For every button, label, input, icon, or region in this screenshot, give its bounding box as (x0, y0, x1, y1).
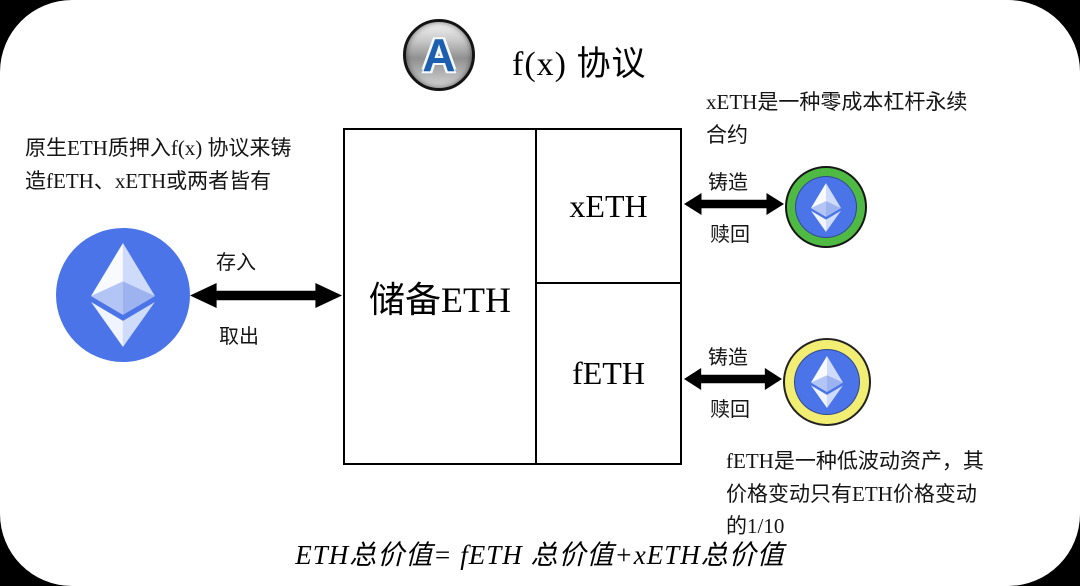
xeth-mint-redeem-arrow-icon (684, 193, 784, 215)
xeth-coin-inner (795, 176, 857, 238)
logo-letter: A (422, 29, 456, 81)
ethereum-icon (811, 182, 841, 232)
left-annotation: 原生ETH质押入f(x) 协议来铸 造fETH、xETH或两者皆有 (25, 136, 292, 193)
fx-protocol-logo-icon: A (403, 19, 475, 91)
deposit-withdraw-arrow-icon (190, 283, 342, 308)
xeth-mint-label: 铸造 (708, 172, 748, 194)
feth-cell: fETH (572, 355, 645, 391)
xeth-redeem-label: 赎回 (710, 224, 750, 246)
page-title: f(x) 协议 (512, 46, 647, 83)
withdraw-label: 取出 (219, 326, 259, 348)
xeth-annotation: xETH是一种零成本杠杆永续 合约 (706, 90, 968, 147)
feth-annotation: fETH是一种低波动资产，其 价格变动只有ETH价格变动 的1/10 (726, 449, 984, 539)
token-column: xETH fETH (537, 130, 680, 463)
value-formula: ETH总价值= fETH 总价值+xETH总价值 (295, 540, 785, 570)
feth-mint-redeem-arrow-icon (684, 368, 782, 390)
feth-coin (783, 338, 871, 426)
reserve-box: 储备ETH xETH fETH (343, 128, 682, 465)
feth-mint-label: 铸造 (708, 347, 748, 369)
ethereum-icon (91, 243, 155, 347)
feth-redeem-label: 赎回 (710, 399, 750, 421)
feth-coin-inner (794, 349, 860, 415)
deposit-label: 存入 (216, 252, 256, 274)
ethereum-icon (811, 356, 843, 408)
reserve-eth-cell: 储备ETH (345, 130, 537, 463)
xeth-coin (785, 166, 867, 248)
eth-coin (56, 228, 190, 362)
xeth-cell: xETH (537, 130, 680, 284)
